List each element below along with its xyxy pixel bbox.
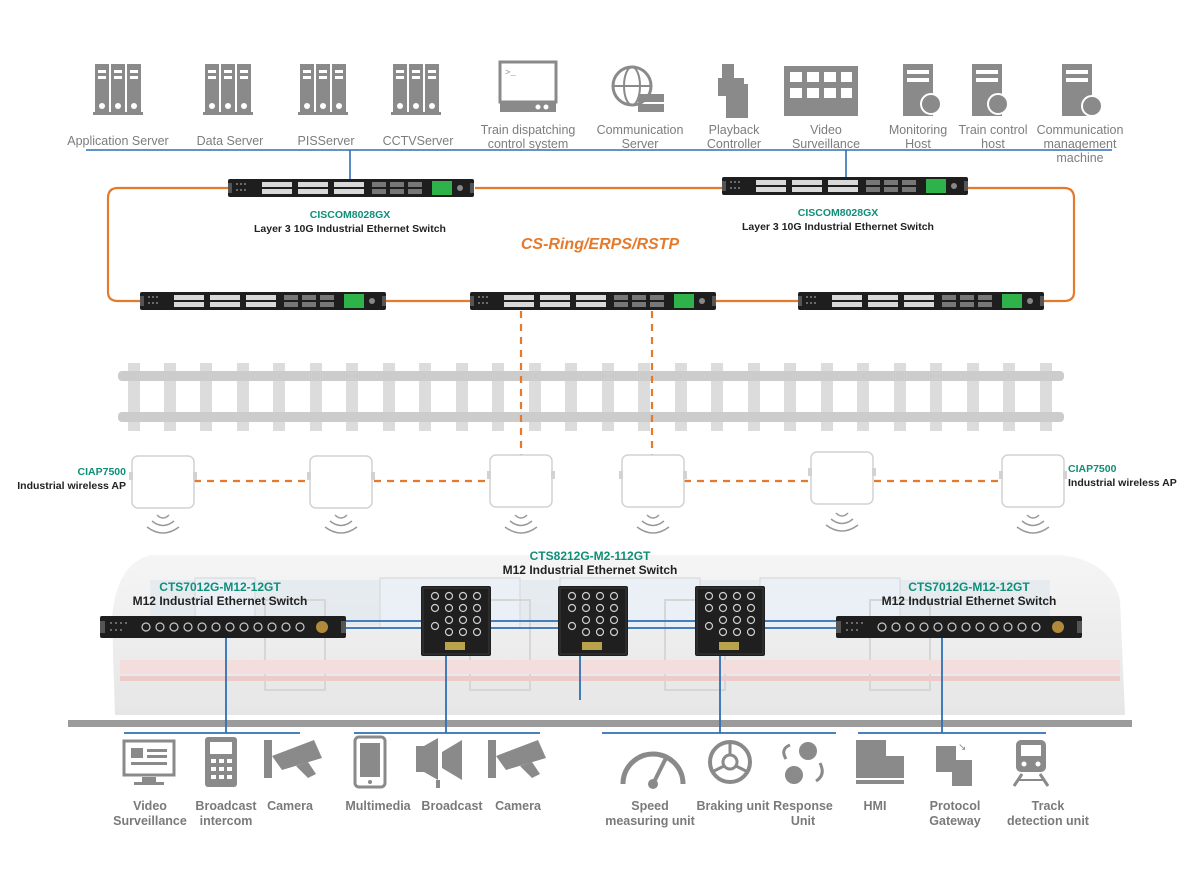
wireless-ap-5 xyxy=(807,451,877,505)
m12-switch-model: CTS7012G-M12-12GT xyxy=(908,580,1030,594)
m2-switch-2 xyxy=(557,585,629,657)
track-detection-train-icon xyxy=(1012,740,1050,787)
ap-desc: Industrial wireless AP xyxy=(1068,477,1177,489)
wifi-wave-icon xyxy=(1016,514,1050,534)
core-switch-right xyxy=(722,177,968,195)
device-label-hmi: HMI xyxy=(863,799,887,813)
ap-model: CIAP7500 xyxy=(1068,463,1117,475)
ring-switch-middle xyxy=(470,292,716,310)
wireless-ap-1 xyxy=(128,455,198,509)
wireless-ap-3 xyxy=(486,454,556,508)
monitoring-host-icon xyxy=(903,64,942,116)
wifi-wave-icon xyxy=(825,512,859,532)
wifi-wave-icon xyxy=(324,514,358,534)
m2-switch-model: CTS8212G-M2-112GT xyxy=(529,549,651,563)
device-label-speed-measuring: Speed measuring unit xyxy=(605,799,695,828)
playback-controller-icon xyxy=(718,64,748,118)
m12-switch-left xyxy=(99,615,347,639)
server-label-data: Data Server xyxy=(196,134,264,148)
device-label-broadcast: Broadcast xyxy=(421,799,483,813)
core-switch-left xyxy=(228,179,474,197)
m12-switch-model: CTS7012G-M12-12GT xyxy=(159,580,281,594)
broadcast-intercom-icon xyxy=(205,737,237,787)
management-machine-icon xyxy=(1062,64,1103,117)
rail-track xyxy=(118,363,1064,431)
ap-desc: Industrial wireless AP xyxy=(17,480,126,492)
server-label-application: Application Server xyxy=(67,134,169,148)
server-label-playback: Playback Controller xyxy=(706,123,762,151)
server-rack-icon xyxy=(391,64,441,115)
device-label-camera: Camera xyxy=(267,799,313,813)
track-bed xyxy=(68,720,1132,727)
server-rack-icon xyxy=(93,64,143,115)
svg-text:>_: >_ xyxy=(505,68,516,78)
m12-switch-label-right: CTS7012G-M12-12GT M12 Industrial Etherne… xyxy=(856,580,1082,608)
server-label-cctv: CCTVServer xyxy=(382,134,454,148)
broadcast-speaker-icon xyxy=(416,738,462,788)
core-switch-desc: Layer 3 10G Industrial Ethernet Switch xyxy=(254,223,446,235)
server-rack-icon xyxy=(203,64,253,115)
core-switch-label-right: CISCOM8028GX Layer 3 10G Industrial Ethe… xyxy=(698,206,978,234)
server-label-pis: PISServer xyxy=(297,134,355,148)
response-unit-icon xyxy=(782,742,824,784)
m2-switch-desc: M12 Industrial Ethernet Switch xyxy=(502,563,678,577)
ap-label-right: CIAP7500 Industrial wireless AP xyxy=(1068,462,1198,490)
m2-switch-label: CTS8212G-M2-112GT M12 Industrial Etherne… xyxy=(470,549,710,577)
server-label-management: Communication management machine xyxy=(1036,123,1124,165)
device-label-video-surveillance: Video Surveillance xyxy=(113,799,187,828)
ring-switch-right xyxy=(798,292,1044,310)
ring-protocol-label: CS-Ring/ERPS/RSTP xyxy=(520,236,680,253)
protocol-gateway-icon: ↘ xyxy=(936,742,972,786)
ring-switch-left xyxy=(140,292,386,310)
device-label-camera-2: Camera xyxy=(495,799,541,813)
m2-switch-1 xyxy=(420,585,492,657)
monitor-terminal-icon: >_ xyxy=(498,60,558,112)
braking-wheel-icon xyxy=(708,740,752,784)
video-surveillance-monitor-icon xyxy=(122,739,176,785)
ap-label-left: CIAP7500 Industrial wireless AP xyxy=(0,465,126,493)
server-label-communication: Communication Server xyxy=(596,123,684,151)
globe-server-icon xyxy=(611,65,664,112)
m12-switch-desc: M12 Industrial Ethernet Switch xyxy=(881,594,1057,608)
m12-switch-desc: M12 Industrial Ethernet Switch xyxy=(132,594,308,608)
device-label-track-detection: Track detection unit xyxy=(1007,799,1089,828)
server-label-dispatching: Train dispatching control system xyxy=(480,123,576,151)
wifi-wave-icon xyxy=(146,514,180,534)
hmi-icon xyxy=(856,740,904,784)
device-label-protocol-gateway: Protocol Gateway xyxy=(929,799,981,828)
speedometer-icon xyxy=(620,751,686,789)
core-switch-desc: Layer 3 10G Industrial Ethernet Switch xyxy=(742,221,934,233)
wireless-ap-2 xyxy=(306,455,376,509)
ap-model: CIAP7500 xyxy=(77,466,126,478)
core-switch-model: CISCOM8028GX xyxy=(797,207,879,219)
device-label-braking: Braking unit xyxy=(696,799,770,813)
m12-switch-label-left: CTS7012G-M12-12GT M12 Industrial Etherne… xyxy=(110,580,330,608)
server-label-train-control: Train control host xyxy=(958,123,1028,151)
video-wall-icon xyxy=(784,66,858,116)
device-label-multimedia: Multimedia xyxy=(345,799,411,813)
device-label-response: Response Unit xyxy=(773,799,833,828)
train-control-host-icon xyxy=(972,64,1009,116)
m12-switch-right xyxy=(835,615,1083,639)
wifi-wave-icon xyxy=(636,514,670,534)
wifi-wave-icon xyxy=(504,514,538,534)
wireless-ap-6 xyxy=(998,454,1068,508)
core-switch-label-left: CISCOM8028GX Layer 3 10G Industrial Ethe… xyxy=(210,208,490,236)
ring-line xyxy=(106,186,230,303)
server-rack-icon xyxy=(298,64,348,115)
wireless-ap-4 xyxy=(618,454,688,508)
core-switch-model: CISCOM8028GX xyxy=(309,209,391,221)
server-label-monitoring: Monitoring Host xyxy=(888,123,948,151)
camera-icon xyxy=(488,740,546,778)
m2-switch-3 xyxy=(694,585,766,657)
camera-icon xyxy=(264,740,322,778)
server-label-video: Video Surveillance xyxy=(791,123,861,151)
device-label-broadcast-intercom: Broadcast intercom xyxy=(195,799,257,828)
multimedia-tablet-icon xyxy=(353,735,387,789)
svg-text:↘: ↘ xyxy=(958,742,966,753)
